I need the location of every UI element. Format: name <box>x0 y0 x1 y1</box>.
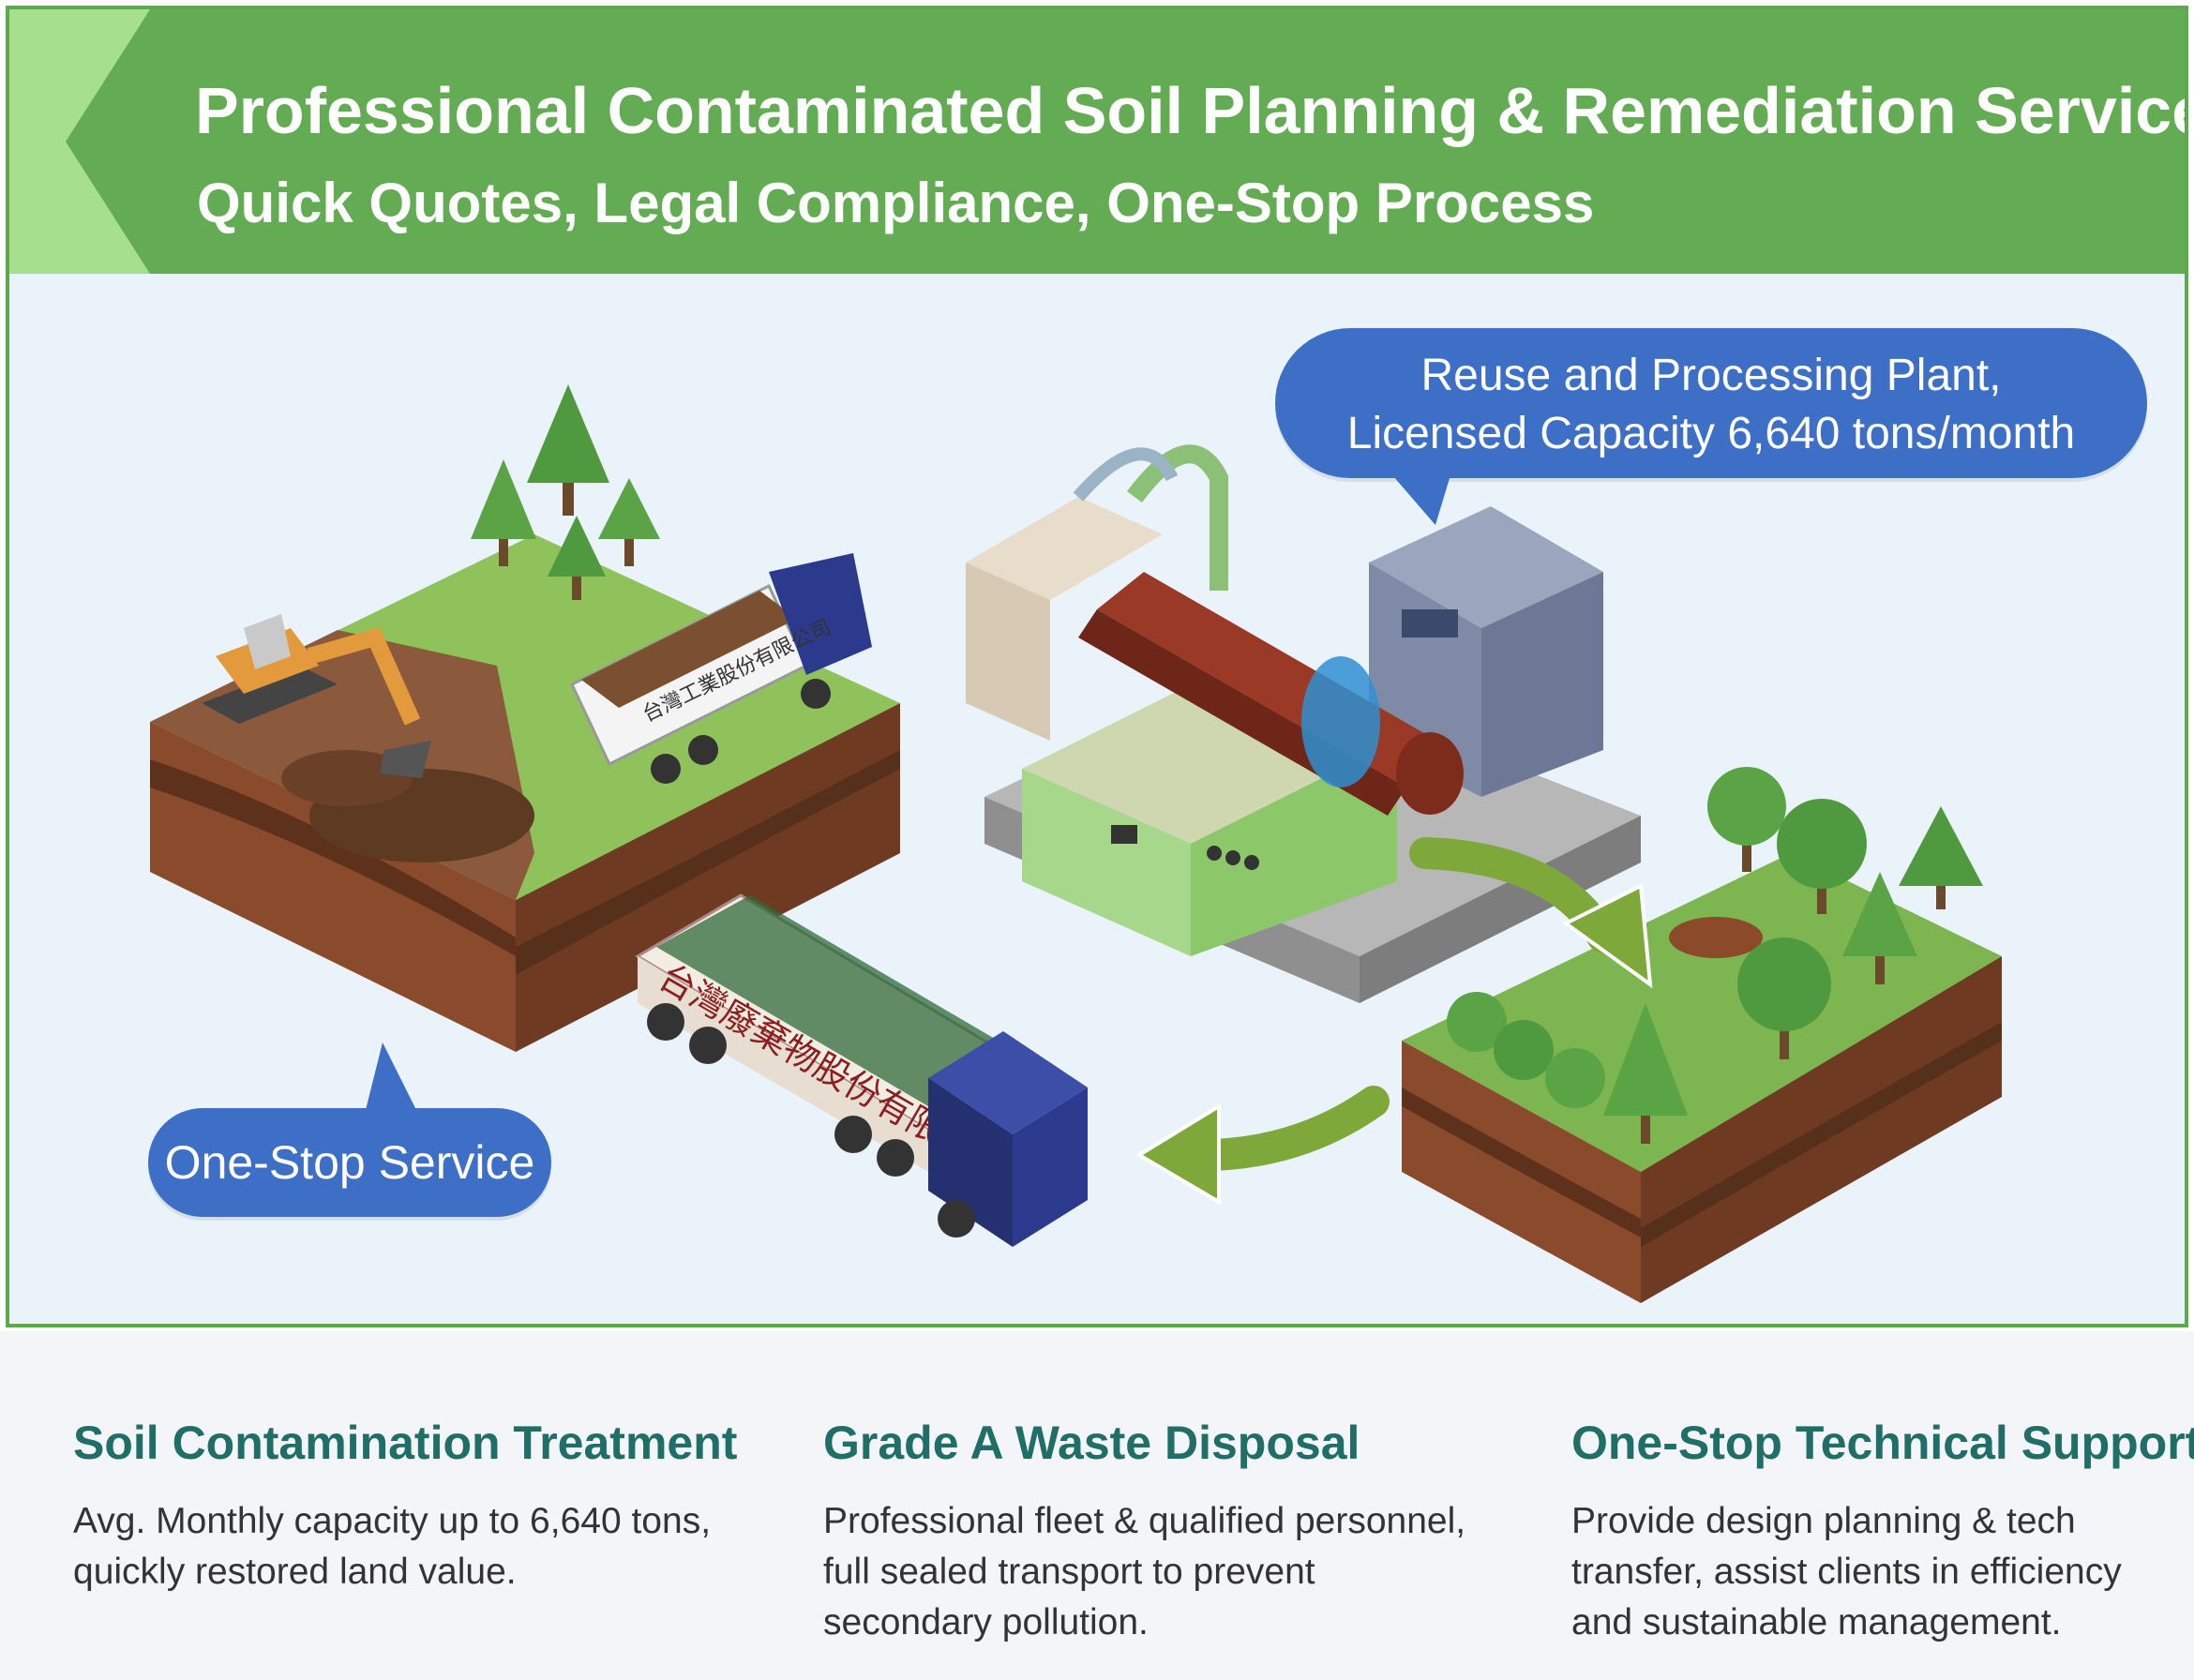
header-banner: Professional Contaminated Soil Planning … <box>9 9 2185 274</box>
tree-icon <box>1777 799 1867 914</box>
excavator-icon <box>202 614 431 778</box>
flow-arrow-to-land-icon <box>1409 837 1653 989</box>
feature-line: secondary pollution. <box>823 1602 1149 1642</box>
processing-plant-illustration <box>966 444 1641 1003</box>
plant-callout-line-1: Reuse and Processing Plant, <box>1420 351 2002 400</box>
tanker-truck-icon: 台灣廢棄物股份有限公司 <box>635 893 1088 1247</box>
tree-icon <box>1737 938 1831 1059</box>
feature-technical-support: One-Stop Technical Support Provide desig… <box>1571 1416 2194 1648</box>
tree-icon <box>598 478 660 566</box>
feature-description: Provide design planning & tech transfer,… <box>1571 1496 2171 1648</box>
restored-land-illustration <box>1402 767 2002 1303</box>
feature-line: and sustainable management. <box>1571 1602 2062 1642</box>
feature-line: Professional fleet & qualified personnel… <box>823 1501 1466 1541</box>
process-illustration-svg: 台灣工業股份有限公司 <box>150 384 2002 1303</box>
feature-title: Soil Contamination Treatment <box>73 1417 738 1469</box>
feature-title: Grade A Waste Disposal <box>823 1417 1360 1469</box>
feature-line: full sealed transport to prevent <box>823 1552 1315 1592</box>
feature-line: Avg. Monthly capacity up to 6,640 tons, <box>73 1501 712 1541</box>
hero-panel: Professional Contaminated Soil Planning … <box>6 6 2188 1328</box>
rotary-kiln-icon <box>1078 572 1464 816</box>
feature-line: Provide design planning & tech <box>1571 1501 2076 1541</box>
feature-line: quickly restored land value. <box>73 1552 517 1592</box>
tree-icon <box>1899 806 1983 909</box>
feature-line: transfer, assist clients in efficiency <box>1571 1552 2122 1592</box>
header-chevron-accent <box>9 9 150 274</box>
feature-soil-treatment: Soil Contamination Treatment Avg. Monthl… <box>73 1416 767 1598</box>
tree-icon <box>548 516 606 600</box>
tree-icon <box>1842 872 1917 984</box>
one-stop-service-callout: One-Stop Service <box>148 1042 551 1217</box>
feature-section: Soil Contamination Treatment Avg. Monthl… <box>0 1331 2194 1680</box>
feature-description: Professional fleet & qualified personnel… <box>823 1496 1517 1648</box>
plant-capacity-callout: Reuse and Processing Plant, Licensed Cap… <box>1275 328 2147 478</box>
plant-callout-line-2: Licensed Capacity 6,640 tons/month <box>1346 409 2076 458</box>
tree-icon <box>471 459 536 566</box>
tree-icon <box>1603 1003 1688 1144</box>
feature-waste-disposal: Grade A Waste Disposal Professional flee… <box>823 1416 1517 1648</box>
tree-icon <box>527 384 609 516</box>
page-title: Professional Contaminated Soil Planning … <box>195 74 2188 147</box>
flow-arrow-to-truck-icon <box>1135 1086 1390 1206</box>
process-illustration: 台灣工業股份有限公司 <box>9 274 2185 1324</box>
page-subtitle: Quick Quotes, Legal Compliance, One-Stop… <box>197 172 1595 234</box>
tree-icon <box>1707 767 1786 872</box>
excavation-site-illustration: 台灣工業股份有限公司 <box>150 384 900 1052</box>
feature-title: One-Stop Technical Support <box>1571 1417 2194 1469</box>
service-callout-label: One-Stop Service <box>164 1136 535 1189</box>
feature-description: Avg. Monthly capacity up to 6,640 tons, … <box>73 1496 767 1598</box>
